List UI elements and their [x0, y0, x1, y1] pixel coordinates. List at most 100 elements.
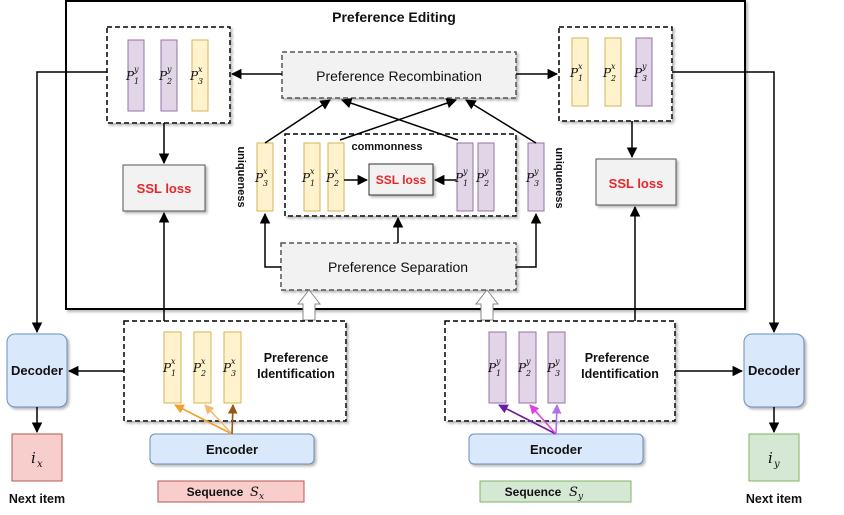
svg-text:P: P: [602, 66, 612, 80]
encoder-left-label: Encoder: [206, 442, 258, 457]
next-item-x-box: [11, 433, 63, 482]
sequence-y-box: [479, 480, 632, 503]
svg-text:y: y: [641, 62, 647, 71]
svg-text:x: x: [334, 167, 339, 176]
item-x-var: i: [31, 449, 36, 467]
arrow-enc-to-py3: [551, 404, 562, 435]
svg-text:P: P: [546, 361, 556, 375]
ssl-loss-center-box: [368, 163, 434, 196]
svg-text:2: 2: [525, 369, 531, 378]
arrow-enc-to-px1: [174, 404, 233, 435]
ssl-loss-center-label: SSL loss: [376, 173, 427, 187]
svg-text:2: 2: [483, 179, 489, 188]
svg-text:3: 3: [534, 179, 539, 188]
sequence-x-sub: x: [259, 492, 264, 502]
svg-text:P: P: [162, 361, 172, 375]
arrow-common-to-recomb-b: [341, 98, 459, 141]
svg-text:x: x: [263, 167, 268, 176]
arrow-sep-to-ux: [259, 212, 281, 268]
svg-text:1: 1: [310, 179, 315, 188]
next-item-y-box: [748, 433, 800, 482]
identification-left-line1: Preference: [264, 351, 329, 365]
svg-text:y: y: [133, 65, 139, 74]
svg-text:P: P: [254, 171, 264, 185]
svg-text:y: y: [533, 167, 539, 176]
svg-text:1: 1: [496, 369, 501, 378]
decoder-right-label: Decoder: [748, 363, 800, 378]
svg-text:2: 2: [200, 369, 206, 378]
preference-recombination-box: [281, 51, 517, 99]
svg-text:P: P: [633, 66, 643, 80]
arrow-tr-group-to-decoder-right: [672, 71, 780, 334]
svg-text:P: P: [525, 171, 535, 185]
svg-text:3: 3: [642, 74, 647, 83]
encoder-right-label: Encoder: [530, 442, 582, 457]
svg-text:y: y: [554, 357, 560, 366]
preference-recombination-label: Preference Recombination: [316, 68, 482, 84]
svg-text:P: P: [454, 171, 464, 185]
svg-text:x: x: [611, 62, 616, 71]
decoder-left-label: Decoder: [11, 363, 63, 378]
svg-text:3: 3: [231, 369, 236, 378]
svg-text:P: P: [189, 69, 199, 83]
svg-text:y: y: [462, 167, 468, 176]
svg-text:x: x: [310, 167, 315, 176]
svg-text:x: x: [198, 65, 203, 74]
svg-text:x: x: [201, 357, 206, 366]
arrow-ux-to-recomb: [264, 99, 331, 144]
sequence-x-box: [157, 480, 305, 503]
next-item-y-label: Next item: [746, 492, 802, 506]
svg-text:1: 1: [134, 77, 139, 86]
uniqueness-left-label: uniqueness: [235, 146, 247, 207]
arrow-enc-to-px2: [204, 404, 233, 435]
svg-text:2: 2: [610, 74, 616, 83]
svg-text:P: P: [475, 171, 485, 185]
sequence-y-var: S: [569, 485, 578, 500]
hollow-arrow-left: [296, 289, 322, 321]
svg-text:y: y: [525, 357, 531, 366]
arrow-tl-group-to-decoder-left: [31, 71, 107, 334]
preference-editing-title: Preference Editing: [332, 9, 456, 25]
svg-text:P: P: [517, 361, 527, 375]
commonness-label: commonness: [352, 141, 423, 153]
svg-text:P: P: [158, 69, 168, 83]
svg-text:1: 1: [463, 179, 468, 188]
sequence-y-label: Sequence: [505, 485, 562, 499]
svg-text:y: y: [495, 357, 501, 366]
svg-text:P: P: [325, 171, 335, 185]
identification-left-line2: Identification: [257, 367, 335, 381]
svg-text:1: 1: [171, 369, 176, 378]
sequence-x-var: S: [250, 485, 259, 500]
sequence-y-sub: y: [577, 492, 584, 502]
item-x-sub: x: [37, 459, 43, 470]
svg-text:x: x: [171, 357, 176, 366]
arrow-enc-to-py1: [498, 404, 557, 435]
svg-text:P: P: [222, 361, 232, 375]
svg-text:P: P: [192, 361, 202, 375]
svg-text:P: P: [569, 66, 579, 80]
arrow-uy-to-recomb: [465, 99, 537, 144]
svg-text:P: P: [301, 171, 311, 185]
item-y-var: i: [768, 449, 773, 467]
preference-separation-box: [280, 242, 517, 291]
sequence-x-label: Sequence: [187, 485, 244, 499]
svg-text:3: 3: [555, 369, 560, 378]
svg-text:y: y: [483, 167, 489, 176]
svg-text:2: 2: [333, 179, 339, 188]
arrow-sep-to-uy: [516, 212, 542, 268]
hollow-arrow-right: [474, 289, 500, 321]
svg-text:3: 3: [263, 179, 268, 188]
